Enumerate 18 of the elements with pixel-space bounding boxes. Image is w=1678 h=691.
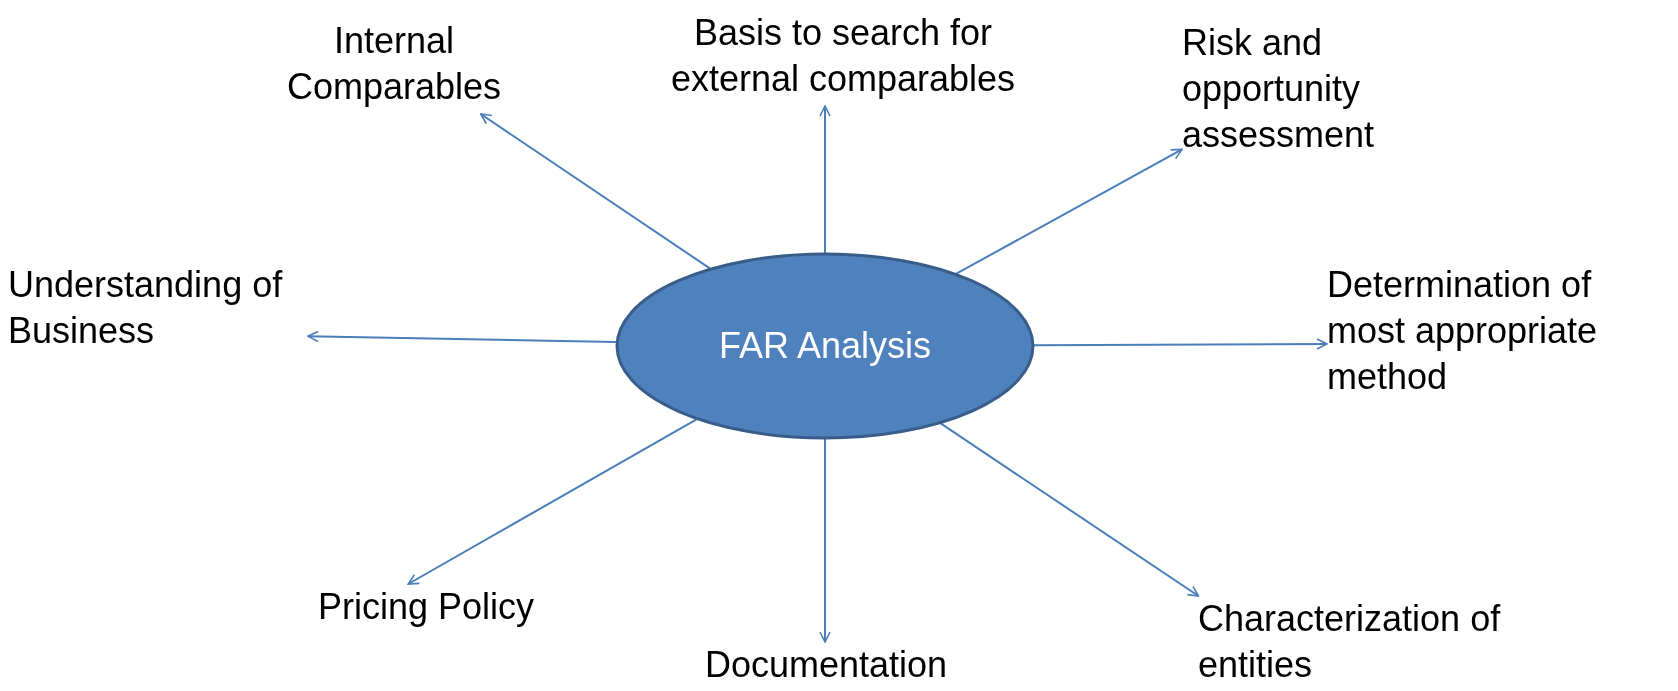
outcome-label: Internal Comparables [285, 19, 503, 109]
outcome-label: Risk and opportunity assessment [1182, 21, 1376, 157]
outcome-label: Understanding of Business [8, 263, 284, 353]
arrow [407, 418, 698, 585]
arrow [1033, 338, 1328, 350]
outcome-label: Determination of most appropriate method [1327, 263, 1599, 399]
outcome-label: Documentation [703, 643, 949, 687]
ellipse-node [615, 252, 1035, 440]
outcome-label: Basis to search for external comparables [669, 11, 1017, 101]
outcome-label: Characterization of entities [1198, 597, 1502, 687]
arrow [307, 330, 618, 344]
arrow [479, 113, 711, 270]
arrow [939, 422, 1200, 597]
arrow [819, 105, 831, 254]
node-label: FAR Analysis [718, 324, 932, 368]
arrow [819, 438, 831, 643]
arrow [955, 148, 1183, 275]
outcome-label: Pricing Policy [318, 585, 536, 629]
